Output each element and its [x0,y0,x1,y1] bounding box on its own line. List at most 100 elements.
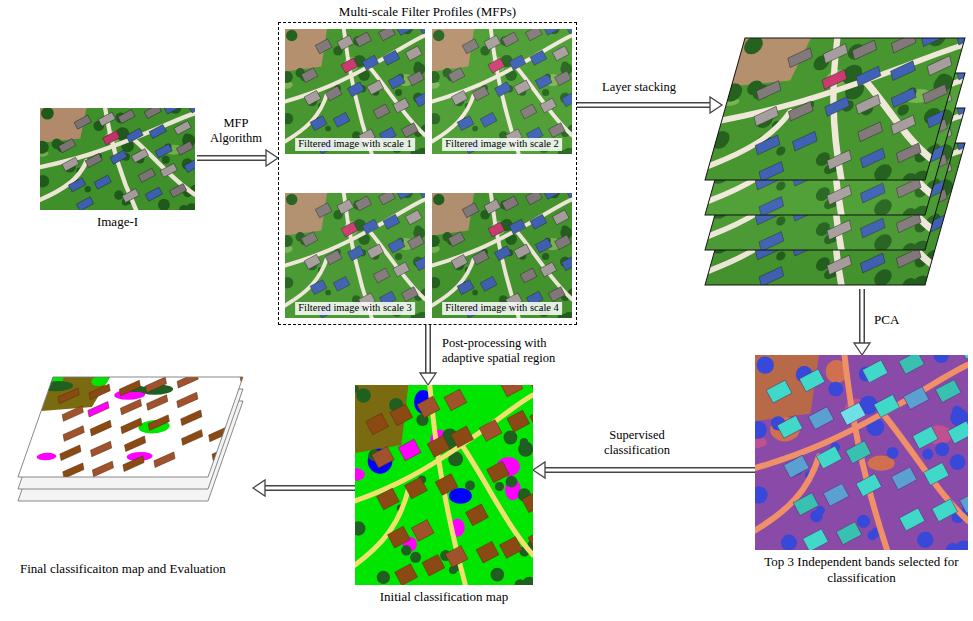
house-roof [891,33,916,53]
house-roof [174,121,191,135]
house-roof [856,474,882,497]
tree-crown [564,312,572,318]
house-roof [509,55,526,70]
tree-crown [828,382,843,397]
house-roof [371,446,394,468]
tree-crown [495,482,504,491]
house-roof [899,355,925,374]
double-arrow [577,97,870,355]
house-roof [362,55,379,70]
house-roof [472,250,489,265]
house-roof [405,210,422,225]
house-roof [388,238,405,253]
tree-crown [755,486,768,503]
house-roof [957,25,973,45]
tree-crown [775,252,786,261]
house-roof [367,80,384,95]
house-roof [378,193,395,205]
house-roof [414,256,425,271]
tree-crown [933,355,949,363]
house-roof [144,108,161,119]
tree-crown [520,438,529,447]
image-caption: Filtered image with scale 1 [295,138,415,151]
house-roof [131,149,148,163]
tree-crown [910,170,932,187]
house-roof [383,50,400,65]
image-node: Initial classification map [355,385,533,605]
house-roof [495,82,512,97]
house-roof [852,40,877,60]
tree-crown [85,186,91,192]
house-roof [825,97,850,117]
image-caption: Filtered image with scale 3 [295,302,415,315]
house-roof [417,396,440,418]
house-roof [405,477,428,499]
house-roof [393,262,410,277]
house-roof [94,175,111,189]
house-roof [119,380,140,396]
house-roof [566,193,572,198]
house-roof [395,564,418,585]
tree-crown [162,156,170,164]
house-roof [803,529,829,550]
house-roof [846,441,872,464]
image-picture [8,372,253,557]
house-roof [495,246,512,261]
road [285,258,327,306]
tree-crown [186,203,195,210]
house-roof [63,426,84,442]
tree-crown [40,141,49,154]
house-roof [530,214,547,229]
house-roof [390,404,413,426]
tree-crown [395,89,402,96]
house-roof [419,29,425,34]
house-roof [373,104,390,119]
house-roof [388,74,405,89]
house-roof [451,254,468,269]
arrow-shaft-inner [197,157,269,160]
house-roof [788,48,813,68]
tree-crown [562,61,569,68]
house-roof [405,46,422,61]
house-roof [891,88,916,108]
house-roof [427,436,450,458]
house-roof [480,112,497,127]
house-roof [965,103,973,123]
house-roof [860,183,885,203]
house-roof [891,61,916,81]
house-roof [315,203,332,218]
image-caption: Image-I [40,214,195,230]
edge-label: Supervised classification [585,428,689,458]
house-roof [145,187,162,201]
house-roof [91,441,112,457]
house-roof [964,238,973,258]
house-roof [784,455,810,478]
arrow-head [420,373,436,385]
house-roof [759,162,784,182]
house-roof [923,462,949,485]
house-roof [182,430,203,446]
double-arrow [420,325,436,385]
arrow-head [710,97,722,113]
edge-label: Post-processing with adaptive spatial re… [440,336,574,366]
tree-crown [433,30,444,41]
house-roof [957,95,973,115]
tree-crown [917,532,933,548]
house-roof [383,214,400,229]
arrow-head [854,343,870,355]
house-roof [535,238,552,253]
house-roof [184,158,195,172]
house-roof [822,70,847,90]
tree-crown [910,240,932,257]
house-roof [301,232,318,247]
tree-crown [285,235,293,247]
tree-crown [506,476,518,488]
house-roof [304,254,321,269]
house-roof [451,426,474,448]
house-roof [122,189,139,203]
house-roof [58,388,79,404]
house-roof [325,250,342,265]
tree-crown [472,290,478,296]
layer-image [691,25,973,188]
